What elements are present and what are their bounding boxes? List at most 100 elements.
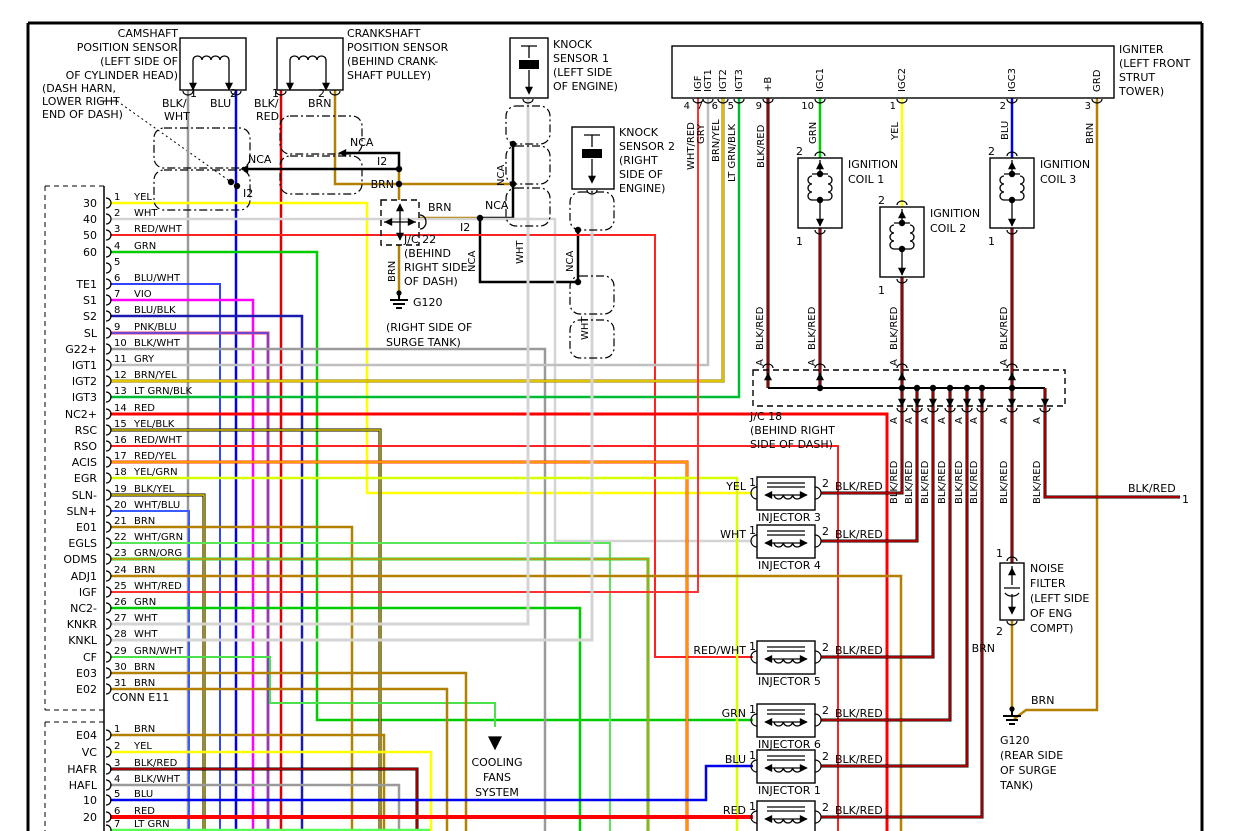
- label: SIDE OF: [619, 168, 663, 181]
- pin-bracket: [105, 213, 112, 225]
- label: NCA: [496, 165, 507, 186]
- label: INJECTOR 1: [758, 784, 821, 797]
- pin-bracket: [105, 553, 112, 565]
- shield: [153, 169, 251, 211]
- pin-bracket: [105, 651, 112, 663]
- label: 2: [822, 477, 829, 490]
- injector3-glyph: [765, 482, 807, 500]
- label: 2: [878, 194, 885, 207]
- wire-e01-brn: [110, 525, 354, 831]
- arrowhead: [816, 161, 824, 170]
- wire-color-label: RED: [134, 403, 155, 414]
- wire-color-label: BLU/WHT: [134, 273, 181, 284]
- label: IGNITION: [1040, 158, 1090, 171]
- junction-dot: [233, 182, 241, 190]
- terminal-label: G22+: [65, 343, 97, 356]
- label: A: [889, 359, 900, 366]
- label: IGF: [693, 75, 704, 92]
- label: 2: [1000, 101, 1006, 112]
- label: OF ENGINE): [553, 80, 618, 93]
- label: FANS: [483, 771, 511, 784]
- pin-number: 31: [114, 678, 127, 689]
- pin-number: 19: [114, 484, 127, 495]
- terminal-label: NC2-: [70, 602, 97, 615]
- label: NCA: [565, 251, 576, 272]
- wire-egls-whtgrn: [110, 542, 611, 831]
- junction-dot: [929, 384, 937, 392]
- label: 2: [796, 145, 803, 158]
- terminal-label: KNKR: [67, 618, 98, 631]
- label: YEL: [890, 122, 901, 141]
- label: BRN: [387, 261, 398, 282]
- label: IGC1: [815, 68, 826, 92]
- terminal-label: VC: [82, 746, 98, 759]
- wire-rsc-yelblk-core: [110, 429, 381, 831]
- label: INJECTOR 3: [758, 511, 821, 524]
- pin-number: 5: [114, 257, 120, 268]
- label: 1: [749, 800, 756, 813]
- pin-bracket: [1039, 407, 1051, 413]
- label: (BEHIND: [404, 247, 451, 260]
- pin-bracket: [896, 98, 908, 104]
- wire-color-label: RED: [134, 806, 155, 817]
- pin-number: 26: [114, 597, 127, 608]
- pin-number: 4: [114, 241, 120, 252]
- terminal-label: IGT2: [72, 375, 97, 388]
- pin-bracket: [814, 229, 826, 235]
- pin-bracket: [1091, 98, 1103, 104]
- pin-bracket: [896, 363, 908, 369]
- wire-color-label: YEL: [133, 741, 152, 752]
- terminal-label: E03: [76, 667, 97, 680]
- label: 2: [822, 801, 829, 814]
- wire-color-label: BRN: [134, 565, 155, 576]
- label: KNOCK: [619, 126, 659, 139]
- wire-slnp-whtblu: [110, 510, 190, 831]
- jc18-right-blkred-core: [1044, 388, 1180, 498]
- pin-bracket: [961, 407, 973, 413]
- label: (RIGHT SIDE OF: [386, 321, 472, 334]
- label: INJECTOR 4: [758, 559, 821, 572]
- label: A: [807, 359, 818, 366]
- label: IGNITION: [848, 158, 898, 171]
- wire-acis-redyel-core: [110, 461, 688, 831]
- wire-slnm-blkyel-core: [110, 494, 205, 831]
- arrowhead: [764, 655, 773, 663]
- knock-sensor-2: [571, 126, 615, 190]
- wire-e03-brn: [110, 671, 468, 831]
- junction-dot: [963, 384, 971, 392]
- pin-bracket: [105, 618, 112, 630]
- label: CAMSHAFT: [118, 27, 179, 40]
- label: IGC2: [897, 68, 908, 92]
- jc18: [752, 369, 1066, 407]
- wire-color-label: WHT: [134, 629, 158, 640]
- arrowhead: [929, 398, 937, 407]
- igniter: [671, 45, 1115, 99]
- pin-bracket: [105, 683, 112, 695]
- label: A: [999, 359, 1010, 366]
- label: BRN/YEL: [711, 119, 722, 162]
- label: BRN: [1031, 694, 1054, 707]
- knock1-glyph: [521, 45, 537, 88]
- pin-number: 16: [114, 435, 127, 446]
- label: COOLING: [471, 756, 522, 769]
- wire-color-label: WHT/RED: [134, 581, 182, 592]
- label: WHT: [720, 528, 746, 541]
- pin-bracket: [105, 586, 112, 598]
- label: 2: [988, 145, 995, 158]
- label: A: [969, 417, 980, 424]
- label: BLK/RED: [835, 644, 883, 657]
- terminal-label: S1: [83, 294, 97, 307]
- label: IGT1: [703, 69, 714, 92]
- arrowhead: [898, 267, 906, 276]
- label: J/C 22: [403, 233, 436, 246]
- wire-acis-redyel: [110, 460, 689, 831]
- label: LT GRN/BLK: [727, 124, 738, 182]
- arrowhead: [799, 764, 808, 772]
- label: BRN: [972, 642, 995, 655]
- label: INJECTOR 5: [758, 675, 821, 688]
- pin-bracket: [105, 197, 112, 209]
- injector2-glyph: [765, 806, 807, 824]
- label: BLK/RED: [999, 460, 1010, 504]
- pin-bracket: [814, 363, 826, 369]
- label: WHT/RED: [686, 122, 697, 170]
